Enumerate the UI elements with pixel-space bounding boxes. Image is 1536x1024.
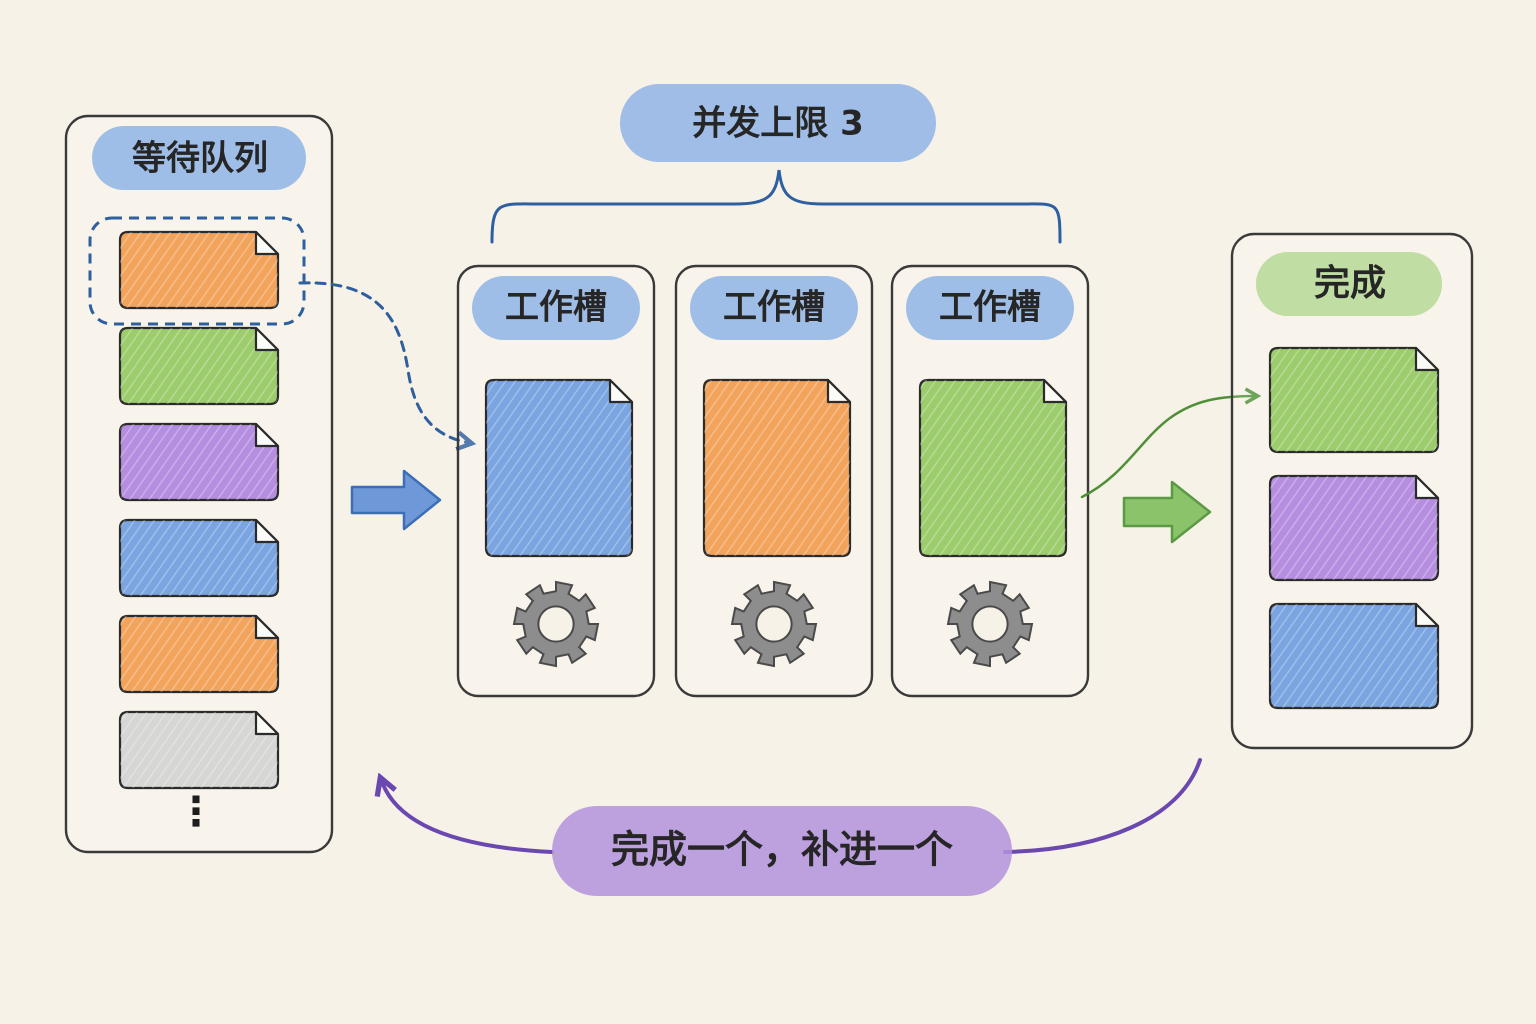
- done-task-1: [1268, 346, 1440, 454]
- limit-brace: [490, 169, 1062, 244]
- worker-slots: 工作槽 工作槽 工作槽: [456, 264, 1090, 698]
- loop-label-text: 完成一个，补进一个: [611, 828, 953, 872]
- slot-label-highlight: [472, 276, 640, 340]
- done-panel: 完成: [1230, 232, 1474, 750]
- slot-label: 工作槽: [505, 288, 607, 328]
- queue-to-slots-arrow: [350, 469, 442, 531]
- done-items: [1268, 346, 1440, 710]
- queue-task-5: [118, 614, 280, 694]
- refill-loop-arrow: [382, 758, 1202, 854]
- next-task-highlight: [88, 216, 306, 326]
- complete-curved-arrow: [1080, 396, 1256, 499]
- dispatch-dashed-arrow: [298, 281, 470, 443]
- queue-task-4: [118, 518, 280, 598]
- queue-label: 等待队列: [132, 139, 268, 179]
- worker-slot-3: 工作槽: [890, 264, 1090, 698]
- slot-label: 工作槽: [939, 288, 1041, 328]
- queue-label-highlight: [92, 126, 306, 190]
- slot-task-3: [918, 378, 1068, 558]
- queue-more-indicator: ⋮: [176, 789, 216, 835]
- queue-task-6: [118, 710, 280, 790]
- slot-task-2: [702, 378, 852, 558]
- loop-label-highlight: [552, 806, 1012, 896]
- slot-label: 工作槽: [723, 288, 825, 328]
- slot-task-1: [484, 378, 634, 558]
- slot-label-highlight: [906, 276, 1074, 340]
- queue-task-3: [118, 422, 280, 502]
- done-task-2: [1268, 474, 1440, 582]
- concurrency-limit-label: 并发上限 3: [620, 84, 936, 162]
- gear-icon: [730, 580, 818, 668]
- slot-label-highlight: [690, 276, 858, 340]
- slots-to-done-arrow: [1122, 480, 1212, 544]
- queue-items: [118, 230, 280, 790]
- gear-icon: [512, 580, 600, 668]
- queue-task-1: [118, 230, 280, 310]
- worker-slot-2: 工作槽: [674, 264, 874, 698]
- loop-label: 完成一个，补进一个: [552, 806, 1012, 896]
- done-label: 完成: [1314, 263, 1386, 304]
- title-highlight: [620, 84, 936, 162]
- title-text: 并发上限 3: [692, 104, 864, 144]
- queue-task-2: [118, 326, 280, 406]
- gear-icon: [946, 580, 1034, 668]
- worker-slot-1: 工作槽: [456, 264, 656, 698]
- done-label-highlight: [1256, 252, 1442, 316]
- done-task-3: [1268, 602, 1440, 710]
- queue-panel: 等待队列 ⋮: [64, 114, 334, 854]
